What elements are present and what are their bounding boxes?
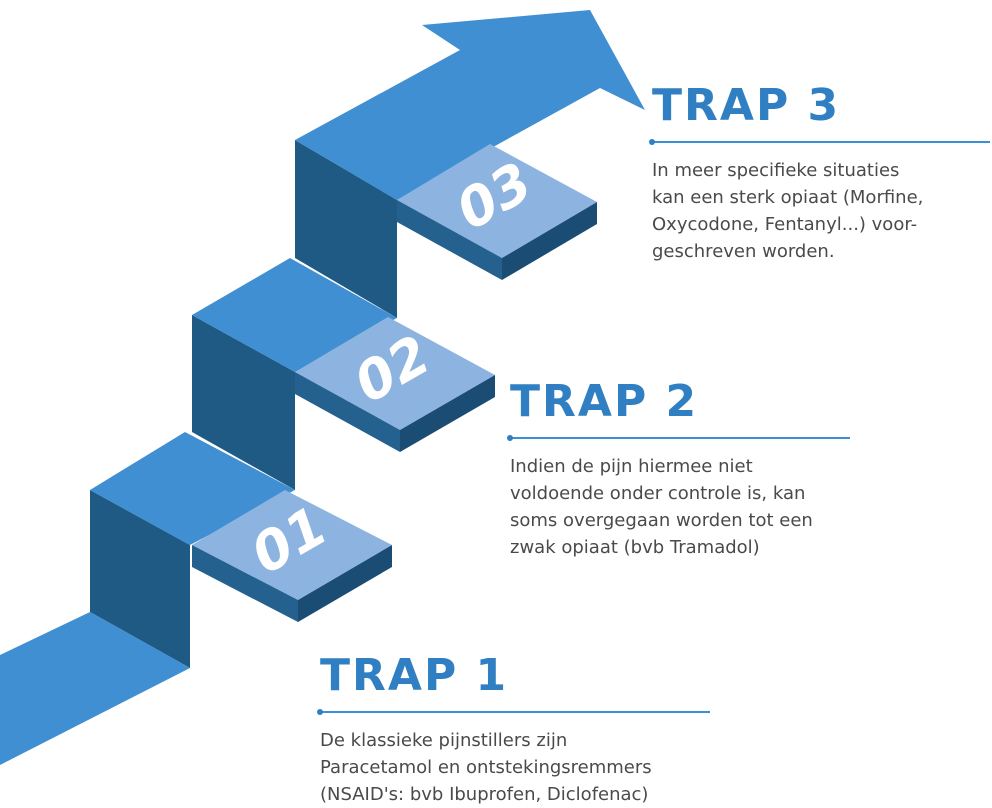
step-1-text-block: TRAP 1 De klassieke pijnstillers zijn Pa… (317, 650, 710, 808)
step-1-description: De klassieke pijnstillers zijn Paracetam… (320, 730, 652, 805)
tile-face-02 (295, 317, 495, 430)
arrow-ground-band (0, 612, 190, 765)
step-2-divider (507, 435, 850, 441)
step-3-title: TRAP 3 (652, 80, 841, 131)
arrow-head (295, 10, 645, 200)
riser-2 (192, 315, 295, 490)
step-3-divider (649, 139, 990, 145)
step-tile-03: 03 (397, 144, 597, 280)
tile-side-right-02 (400, 375, 495, 452)
step-2-divider-dot (507, 435, 513, 441)
step-1-divider (317, 709, 710, 715)
step-3-text-block: TRAP 3 In meer specifieke situaties kan … (649, 80, 990, 265)
step-tile-01: 01 (192, 490, 392, 622)
step-tile-02: 02 (295, 317, 495, 452)
tile-face-01 (192, 490, 392, 600)
tile-side-right-01 (298, 545, 392, 622)
step-2-title: TRAP 2 (510, 376, 699, 427)
step-1-divider-dot (317, 709, 323, 715)
step-2-text-block: TRAP 2 Indien de pijn hiermee niet voldo… (507, 376, 850, 561)
step-3-divider-dot (649, 139, 655, 145)
tile-face-03 (397, 144, 597, 258)
step-3-description: In meer specifieke situaties kan een ste… (652, 160, 924, 262)
riser-1 (90, 490, 190, 668)
riser-3 (295, 140, 397, 318)
tile-side-left-01 (192, 545, 298, 622)
tile-side-left-03 (397, 200, 502, 280)
tile-side-left-02 (295, 372, 400, 452)
step-1-title: TRAP 1 (320, 650, 509, 701)
step-2-description: Indien de pijn hiermee niet voldoende on… (510, 456, 813, 558)
tile-side-right-03 (502, 202, 597, 280)
